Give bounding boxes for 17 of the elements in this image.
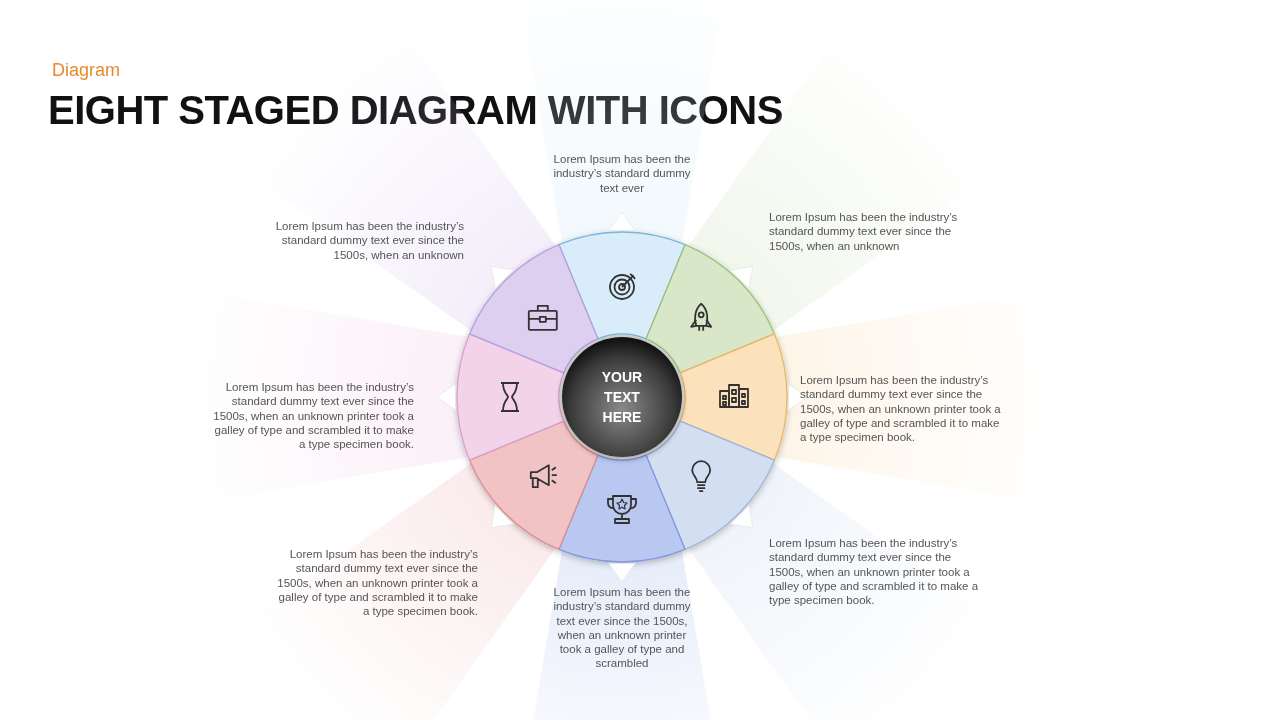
wheel-segment (468, 420, 599, 551)
title: EIGHT STAGED DIAGRAM WITH ICONS (48, 88, 783, 133)
wheel-segment (679, 333, 788, 461)
stage-description: Lorem Ipsum has been the industry’s standard dummy text ever (552, 152, 692, 195)
wheel-segment (468, 243, 599, 374)
wheel-segment (558, 231, 686, 340)
stage-description: Lorem Ipsum has been the industry’s standard dummy text ever since the 1500s, when an unknown printer took a galley of type and scrambled it to make a type specimen book. (800, 373, 1002, 445)
stage-description: Lorem Ipsum has been the industry’s standard dummy text ever since the 1500s, when an unknown printer took a galley of type and scrambled (552, 585, 692, 671)
stage-description: Lorem Ipsum has been the industry’s standard dummy text ever since the 1500s, when an unknown printer took a galley of type and scrambled it to make a type specimen book. (276, 547, 478, 619)
wheel-segment (456, 333, 565, 461)
subtitle: Diagram (52, 60, 121, 81)
stage-description: Lorem Ipsum has been the industry’s standard dummy text ever since the 1500s, when an unknown printer took a galley of type and scrambled it to make a type specimen book. (212, 380, 414, 452)
stage-description: Lorem Ipsum has been the industry’s standard dummy text ever since the 1500s, when an unknown printer took a galley of type and scrambled it to make a type specimen book. (769, 536, 980, 608)
center-text: YOUR TEXT HERE (600, 368, 644, 427)
stage-description: Lorem Ipsum has been the industry’s standard dummy text ever since the 1500s, when an unknown (274, 219, 464, 262)
stage-description: Lorem Ipsum has been the industry’s standard dummy text ever since the 1500s, when an unknown (769, 210, 959, 253)
wheel-segment (558, 454, 686, 563)
